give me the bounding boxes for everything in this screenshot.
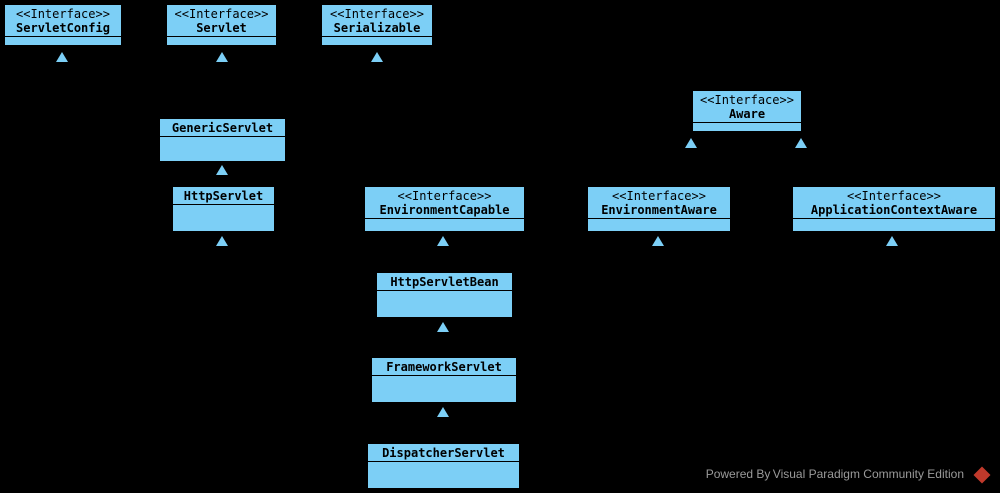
class-name: ServletConfig [16,21,110,35]
generalization-arrowhead-icon [216,236,228,246]
class-header: GenericServlet [160,119,285,137]
class-name: HttpServlet [183,189,264,203]
class-name: HttpServletBean [390,275,499,289]
class-environmentaware: <<Interface>>EnvironmentAware [587,186,731,232]
generalization-arrowhead-icon [56,52,68,62]
class-header: <<Interface>>EnvironmentCapable [365,187,524,219]
class-name: GenericServlet [171,121,274,135]
class-name: EnvironmentCapable [379,203,510,217]
class-name: Servlet [196,21,247,35]
class-genericservlet: GenericServlet [159,118,286,162]
class-stereotype: <<Interface>> [700,93,794,107]
generalization-arrowhead-icon [437,407,449,417]
class-header: <<Interface>>Servlet [167,5,276,37]
class-header: <<Interface>>ApplicationContextAware [793,187,995,219]
class-name: EnvironmentAware [601,203,717,217]
class-header: <<Interface>>EnvironmentAware [588,187,730,219]
class-stereotype: <<Interface>> [16,7,110,21]
class-name: DispatcherServlet [382,446,505,460]
class-stereotype: <<Interface>> [330,7,424,21]
class-httpservletbean: HttpServletBean [376,272,513,318]
class-frameworkservlet: FrameworkServlet [371,357,517,403]
class-name: Aware [728,107,766,121]
class-header: FrameworkServlet [372,358,516,376]
generalization-arrowhead-icon [685,138,697,148]
class-name: FrameworkServlet [386,360,502,374]
class-stereotype: <<Interface>> [397,189,492,203]
class-header: DispatcherServlet [368,444,519,462]
class-header: HttpServletBean [377,273,512,291]
class-header: <<Interface>>Aware [693,91,801,123]
class-applicationcontextaware: <<Interface>>ApplicationContextAware [792,186,996,232]
class-header: <<Interface>>ServletConfig [5,5,121,37]
class-header: <<Interface>>Serializable [322,5,432,37]
class-serializable: <<Interface>>Serializable [321,4,433,46]
class-environmentcapable: <<Interface>>EnvironmentCapable [364,186,525,232]
generalization-arrowhead-icon [437,322,449,332]
class-aware: <<Interface>>Aware [692,90,802,132]
class-stereotype: <<Interface>> [847,189,941,203]
watermark: Powered By Visual Paradigm Community Edi… [705,467,964,481]
generalization-arrowhead-icon [795,138,807,148]
generalization-arrowhead-icon [886,236,898,246]
class-stereotype: <<Interface>> [174,7,269,21]
generalization-arrowhead-icon [652,236,664,246]
class-servlet: <<Interface>>Servlet [166,4,277,46]
class-stereotype: <<Interface>> [612,189,706,203]
generalization-arrowhead-icon [437,236,449,246]
class-name: Serializable [333,21,421,35]
class-header: HttpServlet [173,187,274,205]
class-httpservlet: HttpServlet [172,186,275,232]
generalization-arrowhead-icon [371,52,383,62]
class-servletconfig: <<Interface>>ServletConfig [4,4,122,46]
class-name: ApplicationContextAware [810,203,978,217]
generalization-arrowhead-icon [216,52,228,62]
class-dispatcherservlet: DispatcherServlet [367,443,520,489]
generalization-arrowhead-icon [216,165,228,175]
